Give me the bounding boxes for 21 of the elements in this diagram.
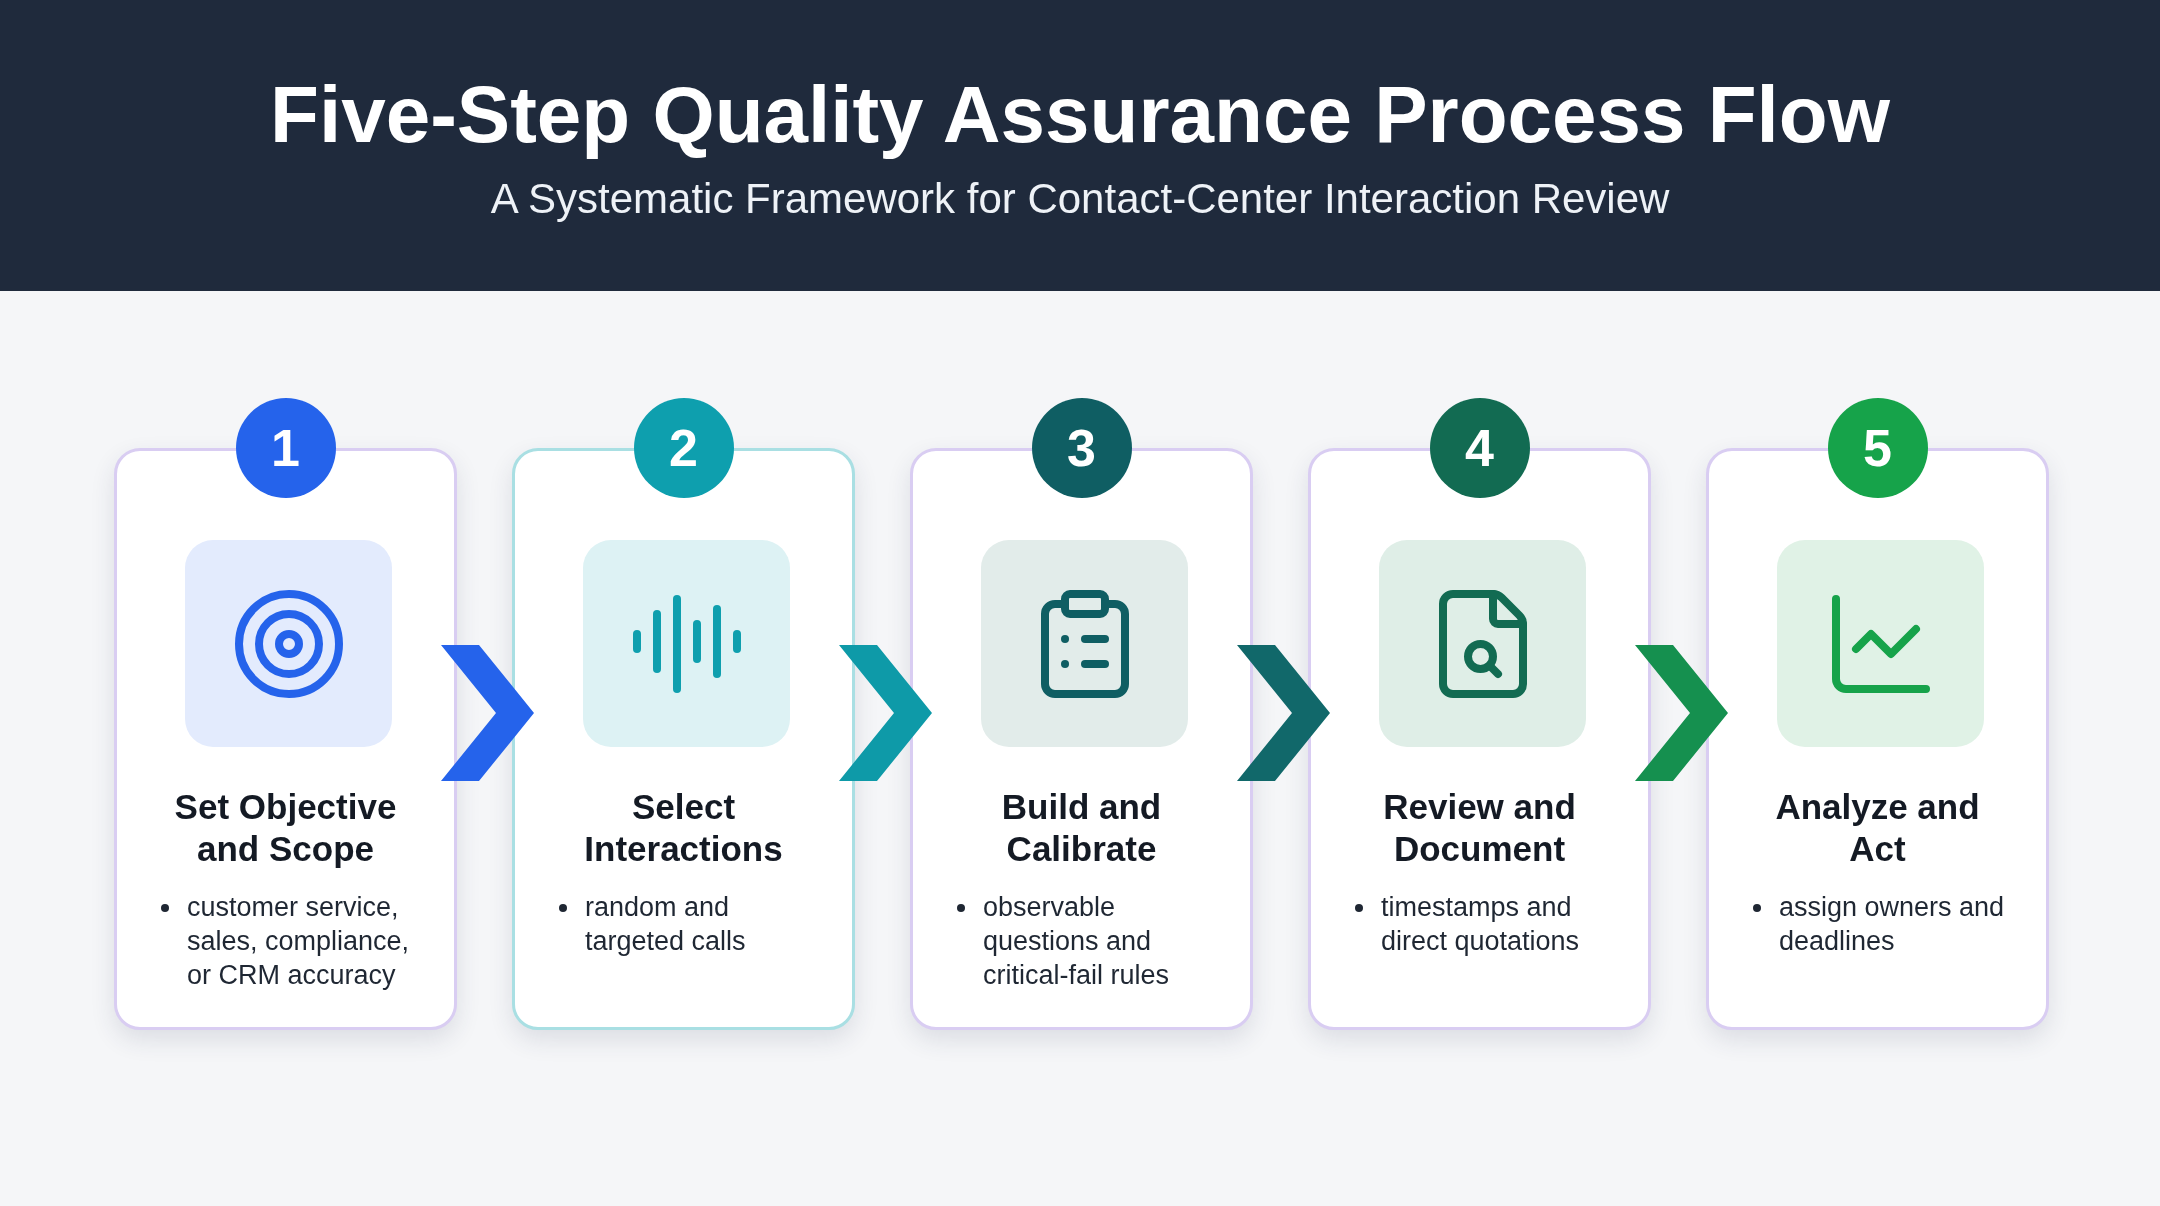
step-title: Select Interactions xyxy=(583,786,784,870)
step-number-badge: 5 xyxy=(1827,398,1928,498)
chevron-arrow xyxy=(839,645,932,781)
bullet-text: timestamps and direct quotations xyxy=(1381,891,1581,958)
title: Five-Step Quality Assurance Process Flow xyxy=(270,68,1890,161)
step-title: Analyze and Act xyxy=(1774,786,1981,870)
step-number-badge: 4 xyxy=(1429,398,1530,498)
chevron-arrow xyxy=(1237,645,1330,781)
bullet-text: customer service, sales, compliance, or CRM accuracy xyxy=(187,891,411,992)
bullet-text: observable questions and critical-fail rules xyxy=(983,891,1171,992)
step-title: Review and Document xyxy=(1382,786,1577,870)
step-number-badge: 3 xyxy=(1031,398,1132,498)
bullet-text: random and targeted calls xyxy=(585,891,747,958)
bullet-text: assign owners and deadlines xyxy=(1779,891,2006,958)
chevron-arrow xyxy=(441,645,534,781)
subtitle: A Systematic Framework for Contact-Center Interaction Review xyxy=(490,174,1670,223)
step-number-badge: 1 xyxy=(235,398,336,498)
step-number-badge: 2 xyxy=(633,398,734,498)
step-title: Build and Calibrate xyxy=(1000,786,1163,870)
step-title: Set Objective and Scope xyxy=(173,786,398,870)
chevron-arrow xyxy=(1635,645,1728,781)
